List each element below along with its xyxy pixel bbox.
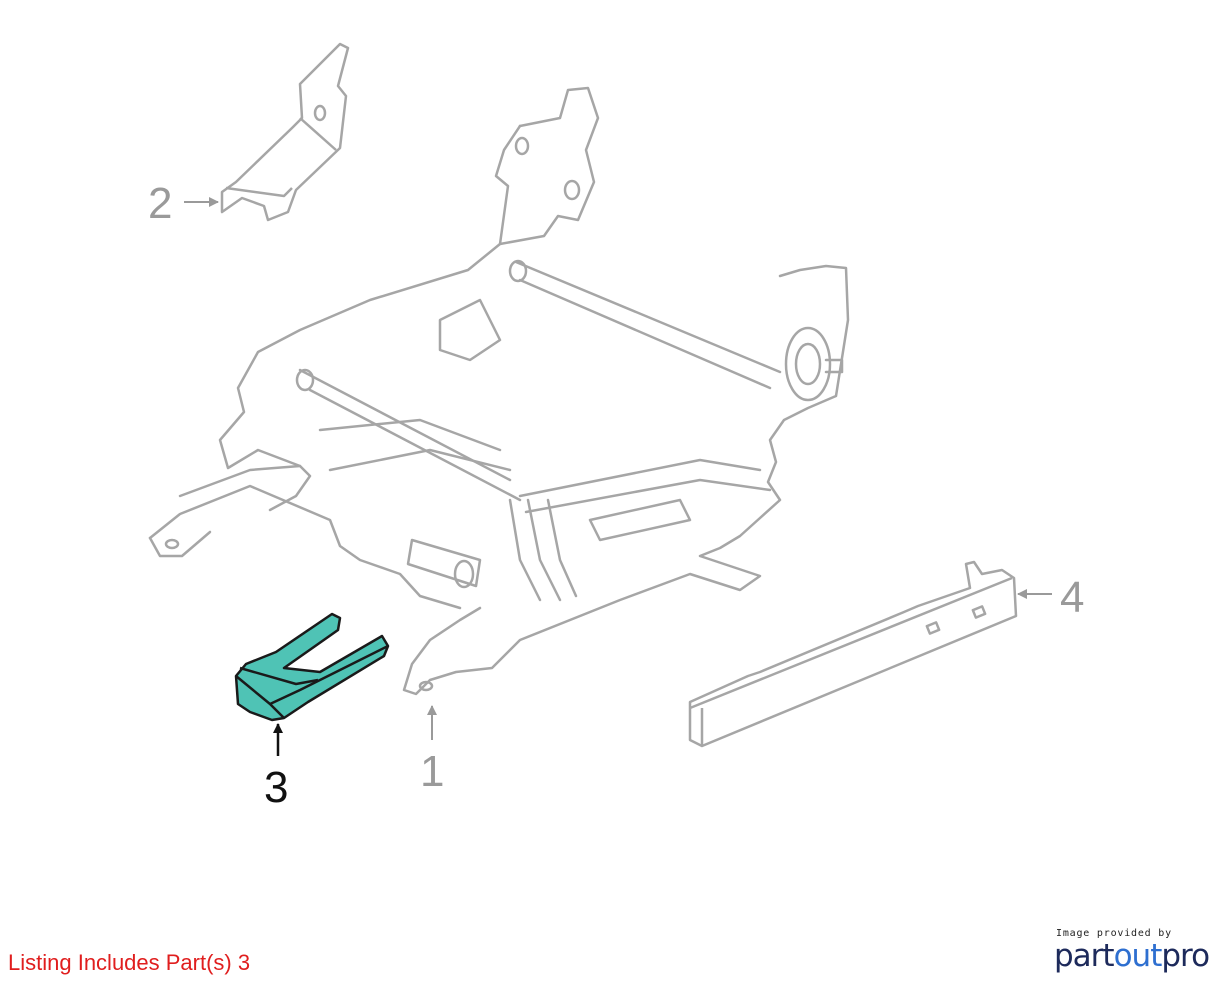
part-2-bracket (220, 42, 350, 222)
brand-caption: Image provided by (1056, 928, 1172, 939)
brand-name-part3: pro (1161, 938, 1210, 974)
brand-name-part1: part (1054, 938, 1115, 974)
callout-label-3: 3 (264, 763, 288, 812)
brand-name-part2: out (1113, 938, 1163, 974)
callout-label-2: 2 (148, 179, 172, 228)
part-4-rail-cover (688, 560, 1018, 748)
brand-logo: Image provided by partoutpro (1054, 928, 1210, 974)
callout-label-4: 4 (1060, 573, 1084, 622)
part-1-seat-frame (148, 86, 850, 696)
callout-label-1: 1 (420, 747, 444, 796)
part-3-cover-highlighted (234, 612, 390, 722)
listing-note: Listing Includes Part(s) 3 (8, 950, 251, 975)
brand-name: partoutpro (1054, 938, 1210, 974)
